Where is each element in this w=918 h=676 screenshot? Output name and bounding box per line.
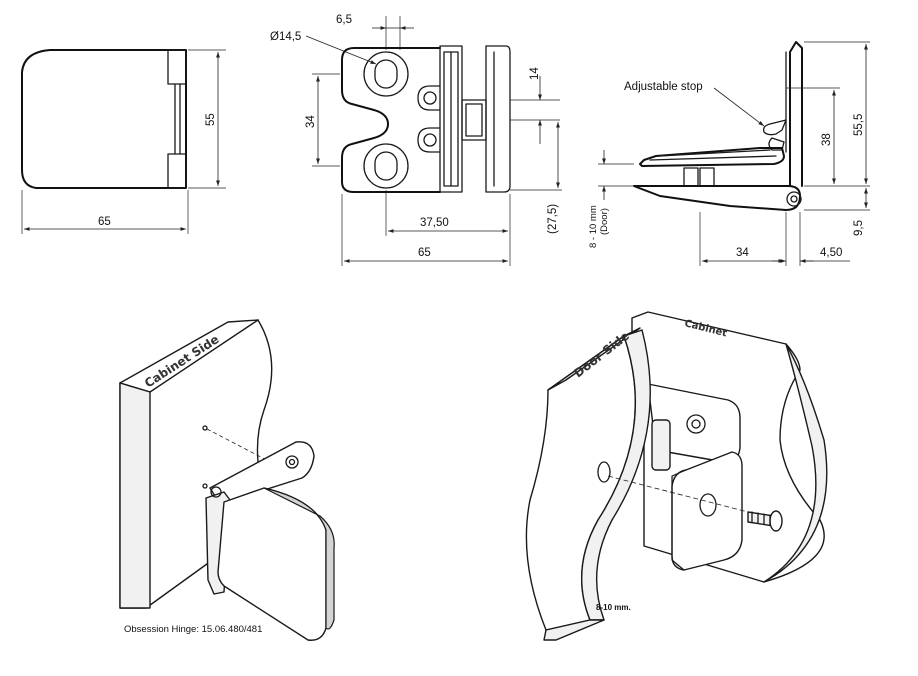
dim-offset: 37,50 xyxy=(420,217,449,229)
dim-profile-height: 38 xyxy=(821,133,833,146)
dim-door-label: (Door) xyxy=(599,208,610,235)
dim-profile-offset: 4,50 xyxy=(820,247,842,259)
dim-profile-bottom: 9,5 xyxy=(853,220,865,236)
caption-hinge-model: Obsession Hinge: 15.06.480/481 xyxy=(124,624,262,635)
dim-hole-spacing: 6,5 xyxy=(336,14,352,26)
iso-cabinet-side: Cabinet Side Obsession Hinge: 15.06.480/… xyxy=(119,319,335,641)
dim-total-offset: (27,5) xyxy=(547,204,559,234)
dim-door-thickness: 8 - 10 mm xyxy=(588,205,599,248)
iso-door-side: Cabinet Door Side 8-10 mm. xyxy=(525,311,828,641)
label-thickness-note: 8-10 mm. xyxy=(596,603,631,612)
dim-side-width: 65 xyxy=(98,216,111,228)
dim-profile-depth: 34 xyxy=(736,247,749,259)
dim-profile-total-height: 55,5 xyxy=(853,114,865,136)
dim-hole-diameter: Ø14,5 xyxy=(270,31,301,43)
dim-front-width: 65 xyxy=(418,247,431,259)
dim-hole-vertical: 34 xyxy=(305,115,317,128)
profile-view: 55,5 38 9,5 8 - 10 mm (Door) 34 4,50 Adj… xyxy=(588,41,870,266)
dim-slot: 14 xyxy=(529,67,541,80)
label-adjustable-stop: Adjustable stop xyxy=(624,81,703,93)
dim-side-height: 55 xyxy=(205,113,217,126)
front-view: 6,5 Ø14,5 34 14 (27,5) 37,50 65 xyxy=(270,14,562,266)
side-view: 55 65 xyxy=(21,49,226,234)
